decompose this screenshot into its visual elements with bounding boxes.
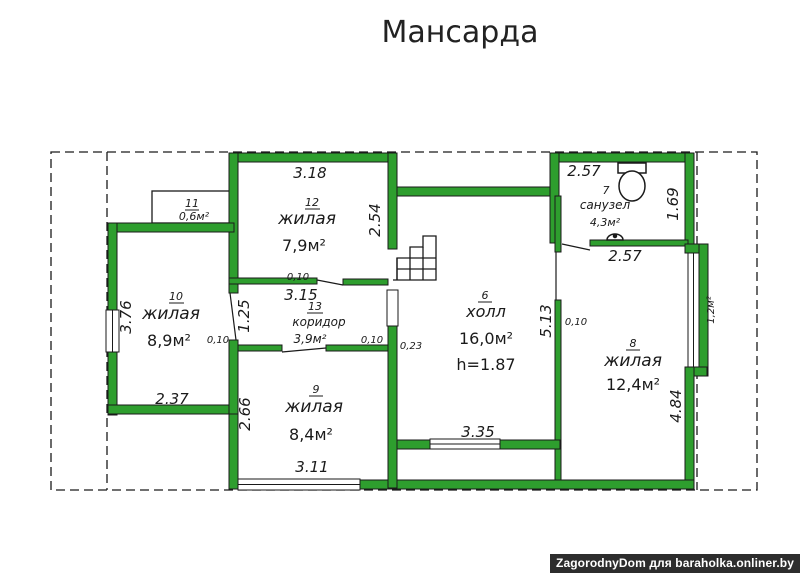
dim-0-10-b: 0,10	[207, 335, 229, 346]
room-13-area: 3,9м²	[294, 332, 327, 346]
wall-r12-bottom-b	[342, 278, 389, 286]
dim-0-10-a: 0,10	[287, 272, 309, 283]
dimension-labels: 3.18 2.54 2.57 1.69 2.57 0,10 3.15 3.76 …	[117, 162, 685, 476]
wall-r10-right	[228, 339, 239, 415]
watermark: ZagorodnyDom для baraholka.onliner.by	[550, 554, 800, 573]
room-8-number: 8	[630, 337, 637, 350]
wall-r8-right-lower	[684, 366, 695, 490]
side-area-label: 1,2м²	[706, 296, 717, 323]
room-12-area: 7,9м²	[282, 236, 326, 255]
toilet-icon	[618, 170, 646, 202]
room-12-name: жилая	[277, 209, 336, 229]
room-9-area: 8,4м²	[289, 425, 333, 444]
room-13-number: 13	[308, 300, 322, 313]
room-10-number: 10	[169, 290, 183, 303]
room-6-area: 16,0м²	[459, 329, 513, 348]
wall-r7-bottom	[589, 239, 689, 247]
wall-bottom	[359, 479, 695, 490]
door-marks	[229, 243, 591, 353]
room-10-area: 8,9м²	[147, 331, 191, 350]
dim-3-76: 3.76	[117, 300, 135, 333]
plan-title: Мансарда	[382, 15, 539, 50]
wall-hall-right-upper	[554, 195, 562, 253]
roof-outline	[50, 151, 758, 491]
wall-r12-bottom-a	[228, 277, 318, 285]
dim-2-54: 2.54	[366, 203, 384, 236]
room-7-name: санузел	[580, 198, 631, 212]
room-9-name: жилая	[284, 397, 343, 417]
room-labels: 12 жилая 7,9м² 11 0,6м² 10 жилая 8,9м² 1…	[141, 184, 717, 444]
wall-r7-right	[684, 152, 695, 250]
wall-hall-top	[396, 186, 560, 197]
dim-5-13: 5.13	[537, 304, 555, 337]
room-6-number: 6	[482, 289, 489, 302]
window-hall-left	[386, 289, 399, 327]
room-12-number: 12	[305, 196, 319, 209]
dim-3-18: 3.18	[293, 164, 326, 182]
dim-1-25: 1.25	[235, 299, 253, 332]
room-11-number: 11	[185, 197, 199, 210]
room-9-number: 9	[313, 383, 320, 396]
staircase	[393, 235, 437, 281]
room-8-area: 12,4м²	[606, 375, 660, 394]
room-7-area: 4,3м²	[590, 216, 621, 229]
dim-0-23: 0,23	[400, 341, 422, 352]
dim-3-35: 3.35	[461, 423, 494, 441]
dim-0-10-d: 0,10	[565, 317, 587, 328]
wall-r9-right	[387, 299, 398, 489]
wall-hall-bottom-right	[499, 439, 561, 450]
windows	[105, 252, 700, 491]
room-13-name: коридор	[292, 315, 346, 329]
dim-0-10-c: 0,10	[361, 335, 383, 346]
wall-r10-top	[107, 222, 235, 233]
room-7-number: 7	[603, 184, 610, 197]
room-6-height: h=1.87	[456, 355, 515, 374]
wall-r7-top	[549, 152, 695, 163]
room-6-name: холл	[465, 302, 506, 321]
wall-r12-right	[387, 152, 398, 250]
room-11-area: 0,6м²	[179, 210, 210, 223]
dim-4-84: 4.84	[667, 389, 685, 422]
wall-r12-top	[228, 152, 398, 163]
dim-1-69: 1.69	[664, 187, 682, 220]
wall-hall-right-lower	[554, 299, 562, 486]
dim-3-15: 3.15	[284, 286, 317, 304]
dim-2-37: 2.37	[155, 390, 189, 408]
dim-3-11: 3.11	[295, 458, 328, 476]
dim-2-66: 2.66	[236, 397, 254, 430]
room-8-name: жилая	[603, 351, 662, 371]
sanitary-fixtures	[606, 162, 647, 241]
dim-2-57-bottom: 2.57	[608, 247, 642, 265]
room-10-name: жилая	[141, 304, 200, 324]
dim-2-57-top: 2.57	[567, 162, 601, 180]
